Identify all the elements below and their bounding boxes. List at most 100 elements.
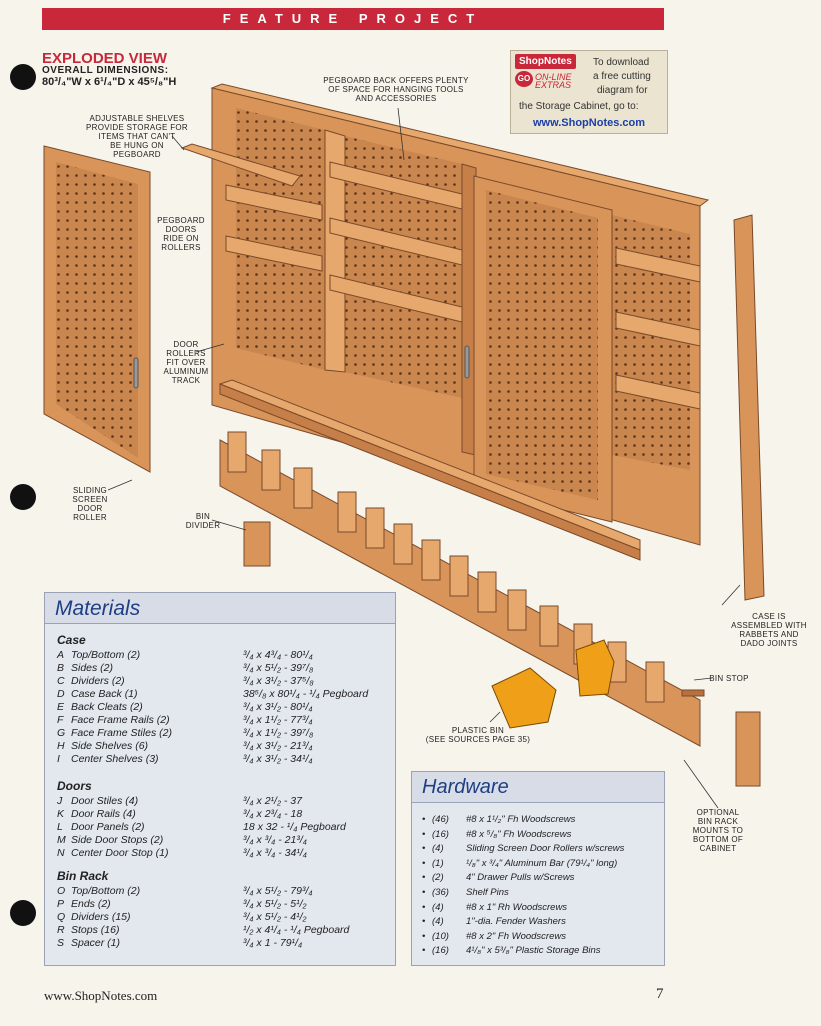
footer-url[interactable]: www.ShopNotes.com — [44, 988, 158, 1003]
part-dimension: 18 x 32 - ¹/₄ Pegboard — [243, 821, 346, 833]
part-letter: I — [57, 753, 60, 765]
callout-bin-stop: BIN STOP — [709, 674, 749, 683]
materials-header — [45, 593, 395, 624]
hardware-panel: Hardware •(46)#8 x 1¹/₂" Fh Woodscrews•(… — [411, 771, 665, 966]
part-name: Center Door Stop (1) — [71, 847, 169, 859]
plastic-bins — [491, 639, 615, 729]
part-letter: Q — [57, 911, 66, 923]
leader-lines — [107, 107, 741, 809]
extras-line-4: the Storage Cabinet, go to: — [519, 101, 639, 112]
part-name: Door Stiles (4) — [71, 795, 139, 807]
bullet-icon: • — [422, 828, 426, 840]
part-name: Ends (2) — [71, 898, 111, 910]
callout-plastic-bin: PLASTIC BIN(SEE SOURCES PAGE 35) — [425, 726, 531, 744]
part-name: Top/Bottom (2) — [71, 649, 141, 661]
hardware-desc: 4¹/₈" x 5³/₈" Plastic Storage Bins — [466, 945, 601, 957]
part-letter: D — [57, 688, 65, 700]
part-name: Case Back (1) — [71, 688, 138, 700]
shopnotes-extras-box: ShopNotes GO ON-LINE EXTRAS To download … — [510, 50, 668, 134]
bullet-icon: • — [422, 916, 426, 928]
part-letter: N — [57, 847, 65, 859]
materials-panel: Materials Case A Top/Bottom (2) ³/₄ x 4³/₄… — [44, 592, 396, 966]
materials-title: Materials — [55, 597, 141, 620]
online-extras-label: ON-LINE EXTRAS — [535, 72, 572, 90]
part-name: Sides (2) — [71, 662, 114, 674]
page-number: 7 — [656, 986, 664, 1002]
bin-stop-part — [681, 689, 705, 697]
hardware-qty: (4) — [432, 916, 444, 928]
part-name: Face Frame Stiles (2) — [71, 727, 172, 739]
part-dimension: ³/₄ x 5¹/₂ - 4¹/₂ — [243, 911, 307, 923]
part-letter: L — [57, 821, 63, 833]
part-dimension: ³/₄ x 5¹/₂ - 39⁷/₈ — [243, 662, 314, 674]
part-letter: J — [57, 795, 63, 807]
part-dimension: ³/₄ x ³/₄ - 21³/₄ — [243, 834, 307, 846]
part-dimension: ³/₄ x 3¹/₂ - 80¹/₄ — [243, 701, 313, 713]
part-letter: R — [57, 924, 65, 936]
hardware-desc: #8 x 2" Fh Woodscrews — [466, 930, 566, 942]
part-dimension: ³/₄ x 3¹/₂ - 34¹/₄ — [243, 753, 313, 765]
extras-line-3: diagram for — [597, 85, 648, 96]
part-name: Stops (16) — [71, 924, 120, 936]
part-name: Dividers (15) — [71, 911, 131, 923]
adjustable-shelf — [180, 143, 301, 187]
binder-hole — [10, 900, 36, 926]
bin-rack-end — [735, 711, 761, 787]
part-dimension: ³/₄ x 3¹/₂ - 21³/₄ — [243, 740, 313, 752]
bullet-icon: • — [422, 814, 426, 825]
part-dimension: ³/₄ x 5¹/₂ - 5¹/₂ — [243, 898, 307, 910]
part-letter: F — [57, 714, 64, 726]
feature-banner: FEATURE PROJECT — [42, 8, 664, 30]
part-name: Back Cleats (2) — [71, 701, 143, 713]
hardware-qty: (16) — [432, 828, 449, 840]
hardware-desc: 4" Drawer Pulls w/Screws — [466, 872, 575, 884]
part-dimension: ³/₄ x 1¹/₂ - 77³/₄ — [243, 714, 313, 726]
part-dimension: ³/₄ x 3¹/₂ - 37⁵/₈ — [243, 675, 314, 687]
extras-url-link[interactable]: www.ShopNotes.com — [532, 117, 646, 129]
case-section-title: Case — [57, 633, 86, 647]
extras-line-1: To download — [593, 57, 650, 68]
hardware-qty: (2) — [432, 872, 444, 884]
part-letter: B — [57, 662, 65, 674]
bullet-icon: • — [422, 872, 426, 884]
hardware-qty: (10) — [432, 930, 449, 942]
bin-rack-section-title: Bin Rack — [57, 869, 109, 883]
hardware-qty: (4) — [432, 901, 444, 913]
part-dimension: ³/₄ x 4³/₄ - 80¹/₄ — [243, 649, 313, 661]
part-name: Dividers (2) — [71, 675, 125, 687]
bullet-icon: • — [422, 887, 426, 898]
part-name: Center Shelves (3) — [71, 753, 159, 765]
bullet-icon: • — [422, 857, 426, 869]
hardware-qty: (46) — [432, 814, 449, 825]
binder-hole — [10, 484, 36, 510]
part-letter: A — [57, 649, 65, 661]
bin-divider-part — [243, 521, 271, 567]
part-letter: C — [57, 675, 65, 687]
part-dimension: ³/₄ x 5¹/₂ - 79³/₄ — [243, 885, 313, 897]
bullet-icon: • — [422, 843, 426, 855]
part-letter: G — [57, 727, 66, 739]
hardware-qty: (36) — [432, 887, 449, 898]
bullet-icon: • — [422, 945, 426, 957]
hardware-qty: (4) — [432, 843, 444, 855]
hardware-desc: 1"-dia. Fender Washers — [466, 916, 566, 928]
overall-dimensions-label: OVERALL DIMENSIONS: — [42, 65, 169, 76]
part-letter: O — [57, 885, 66, 897]
hardware-desc: Shelf Pins — [466, 887, 509, 898]
part-letter: S — [57, 937, 65, 949]
part-dimension: ³/₄ x ³/₄ - 34¹/₄ — [243, 847, 307, 859]
exploded-view-title: EXPLODED VIEW — [42, 50, 168, 67]
part-name: Top/Bottom (2) — [71, 885, 141, 897]
part-dimension: ³/₄ x 1¹/₂ - 39⁷/₈ — [243, 727, 314, 739]
part-letter: H — [57, 740, 65, 752]
case-side — [733, 214, 765, 601]
part-letter: M — [57, 834, 66, 846]
part-letter: E — [57, 701, 65, 713]
hardware-title: Hardware — [422, 776, 509, 798]
